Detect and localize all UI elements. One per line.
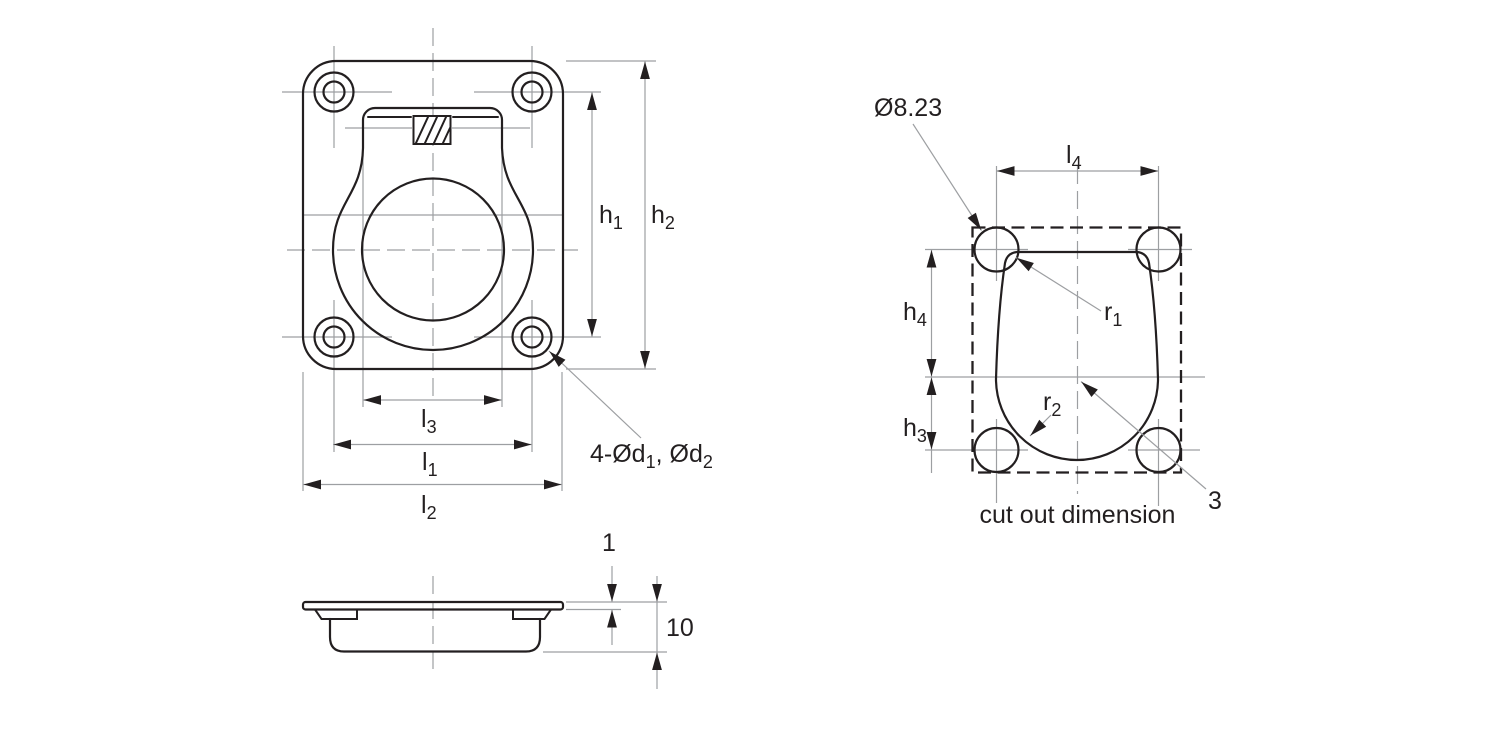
dim-label-l1: l1 [422,448,438,480]
front-view-centerlines [282,28,656,491]
arc-note-leader [1080,381,1207,490]
dim-label-r1: r1 [1104,298,1122,330]
dim-label-h3: h3 [903,414,927,446]
dim-label-h2: h2 [651,201,675,233]
front-plate-outline [301,59,565,371]
dim-label-diameter: Ø8.23 [874,94,942,122]
side-view-dimensions: 1 10 [602,529,694,689]
dim-label-arc-note: 3 [1208,487,1222,515]
dim-label-l4: l4 [1066,141,1082,173]
cutout-shape [994,250,1160,462]
side-view-centerlines [432,576,667,676]
front-view-dimensions: h1 h2 l3 l1 l2 4-Ød1, Ød2 [303,61,713,523]
cutout-boundary-dashed [971,226,1183,474]
flange-profile [301,600,565,611]
cutout-dimensions: l4 h4 h3 r1 r2 Ø8.23 3 [874,94,1222,515]
cutout-caption: cut out dimension [980,501,1176,529]
snap-lug-right [512,608,552,620]
diameter-leader [912,123,983,231]
cutout-view: l4 h4 h3 r1 r2 Ø8.23 3 cut out dimension [874,94,1222,529]
dim-label-r2: r2 [1043,388,1061,420]
dim-label-h4: h4 [903,298,927,330]
dim-label-h1: h1 [599,201,623,233]
dim-label-l2: l2 [421,491,437,523]
dim-label-l3: l3 [421,405,437,437]
hole-callout-leader [548,350,642,439]
cutout-drill-holes [973,226,1182,474]
front-screw-holes [313,71,553,358]
cutout-centerlines [925,166,1205,506]
pan-profile [328,617,542,653]
finger-recess-circle [360,177,506,322]
spring-latch-hatched [412,115,452,145]
front-view: h1 h2 l3 l1 l2 4-Ød1, Ød2 [282,28,713,523]
recess-outline [331,106,535,352]
side-view: 1 10 [301,529,694,689]
r2-leader [1029,414,1052,437]
snap-lug-left [314,608,358,620]
hole-callout-label: 4-Ød1, Ød2 [590,440,713,472]
r1-leader [1015,256,1102,312]
dim-label-thickness: 1 [602,529,616,557]
dim-label-depth: 10 [666,614,694,642]
